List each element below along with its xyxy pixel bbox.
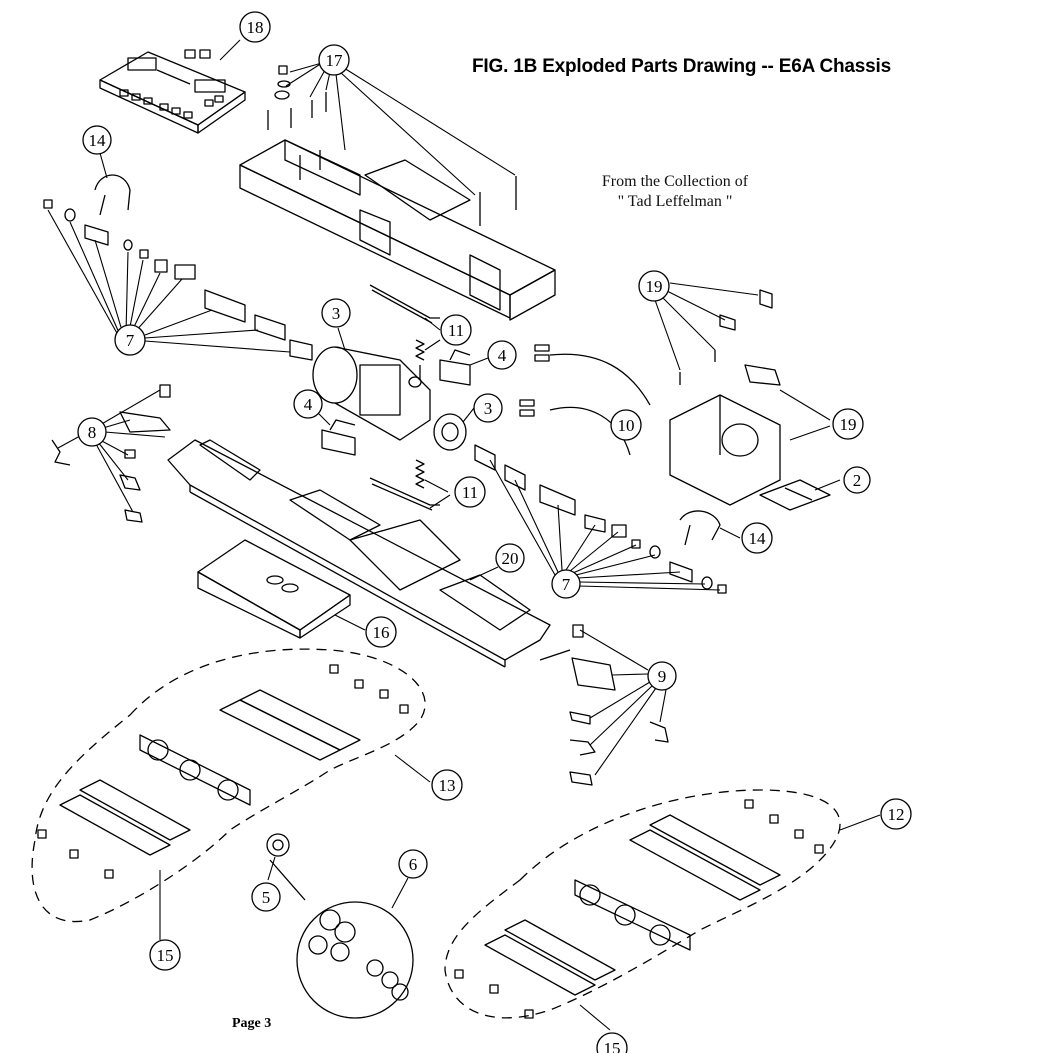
truck-mount-lower [321, 419, 356, 456]
screws-17 [267, 65, 517, 226]
truck-assembly-outline-12 [444, 789, 841, 1019]
callout-15-left-label: 15 [157, 946, 174, 965]
callout-9: 9 [647, 661, 677, 691]
leader-lines [47, 39, 881, 1031]
callout-7-left: 7 [114, 324, 146, 356]
callout-19-right-label: 19 [840, 415, 857, 434]
page-number: Page 3 [232, 1016, 272, 1031]
callout-4-right-label: 4 [498, 346, 507, 365]
callout-3-top: 3 [321, 298, 351, 328]
callout-9-label: 9 [658, 667, 667, 686]
callout-19-right: 19 [832, 408, 864, 440]
callout-12-label: 12 [888, 805, 905, 824]
callout-3-top-label: 3 [332, 304, 341, 323]
callout-15-left: 15 [149, 939, 181, 971]
callout-5: 5 [251, 882, 281, 912]
callout-16: 16 [365, 616, 397, 648]
clip-part-top [94, 174, 131, 216]
callout-7-right: 7 [551, 569, 581, 599]
callout-14-top: 14 [82, 125, 112, 155]
callout-4-left-label: 4 [304, 395, 313, 414]
callout-14-bottom: 14 [741, 522, 773, 554]
chassis-frame-part [239, 139, 556, 321]
callout-14-top-label: 14 [89, 131, 107, 150]
callout-20-label: 20 [502, 549, 519, 568]
callout-6-label: 6 [409, 855, 418, 874]
callout-11-top: 11 [440, 314, 472, 346]
gear-detail-6 [269, 859, 414, 1019]
callout-14-bottom-label: 14 [749, 529, 767, 548]
callout-10: 10 [610, 409, 642, 441]
callout-15-right-label: 15 [604, 1039, 621, 1053]
callout-18-label: 18 [247, 18, 264, 37]
springs-11 [369, 284, 440, 511]
callout-17: 17 [318, 44, 350, 76]
callout-3-right: 3 [473, 393, 503, 423]
callout-7-right-label: 7 [562, 575, 571, 594]
callout-19-top-label: 19 [646, 277, 663, 296]
callout-19-top: 19 [638, 270, 670, 302]
callout-5-label: 5 [262, 888, 271, 907]
callout-13-label: 13 [439, 776, 456, 795]
collection-credit: From the Collection of " Tad Leffelman " [560, 172, 790, 212]
callout-12: 12 [880, 798, 912, 830]
truck-assembly-outline-13 [31, 648, 426, 923]
callout-3-right-label: 3 [484, 399, 493, 418]
driveshaft-parts-right [474, 444, 727, 594]
callout-4-left: 4 [293, 389, 323, 419]
callout-15-right: 15 [596, 1032, 628, 1053]
callout-6: 6 [398, 849, 428, 879]
credit-line-1: From the Collection of [601, 173, 749, 190]
wheel-part-5 [266, 833, 290, 857]
callout-8-label: 8 [88, 423, 97, 442]
light-bracket-part [669, 289, 781, 506]
coupler-parts-right [539, 624, 669, 786]
coupler-parts-left [51, 384, 171, 523]
motor-part [312, 346, 467, 451]
truck-assembly-12 [454, 799, 824, 1019]
callout-8: 8 [77, 417, 107, 447]
truck-assembly-13 [37, 664, 409, 879]
callout-2: 2 [843, 466, 871, 494]
callout-2-label: 2 [853, 471, 862, 490]
weight-tray-part [197, 539, 351, 639]
callout-7-left-label: 7 [126, 331, 135, 350]
callout-18: 18 [239, 11, 271, 43]
callout-11-bottom-label: 11 [462, 483, 478, 502]
contact-part-2 [759, 479, 831, 511]
callout-4-right: 4 [487, 340, 517, 370]
clip-part-lower [679, 510, 721, 546]
callout-11-top-label: 11 [448, 321, 464, 340]
circuit-board-part [99, 49, 246, 134]
credit-line-2: " Tad Leffelman " [617, 193, 733, 210]
driveshaft-parts-left [43, 199, 313, 361]
callout-11-bottom: 11 [454, 476, 486, 508]
figure-title: FIG. 1B Exploded Parts Drawing -- E6A Ch… [472, 56, 891, 77]
callout-20: 20 [495, 543, 525, 573]
callout-17-label: 17 [326, 51, 344, 70]
main-frame-part [167, 439, 551, 668]
callout-10-label: 10 [618, 416, 635, 435]
wires-10 [519, 344, 651, 456]
callout-16-label: 16 [373, 623, 390, 642]
truck-mount-upper [439, 349, 471, 386]
callout-13: 13 [431, 769, 463, 801]
